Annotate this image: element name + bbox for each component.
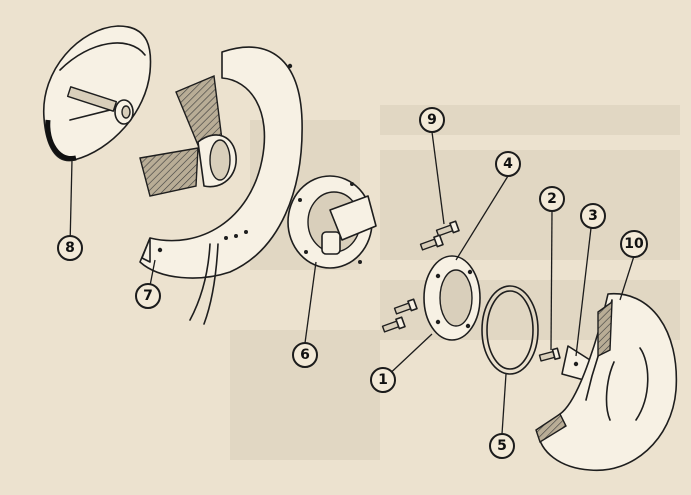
callout-6-label: 6 <box>300 347 310 363</box>
callout-5-label: 5 <box>497 438 507 454</box>
callout-3: 3 <box>580 203 606 229</box>
callout-7-label: 7 <box>143 288 153 304</box>
callout-9: 9 <box>419 107 445 133</box>
callout-4-circle <box>495 151 521 177</box>
callout-9-label: 9 <box>427 112 437 128</box>
callout-2-label: 2 <box>547 191 557 207</box>
callout-10-circle <box>620 230 648 258</box>
part-10-lens-cover <box>535 293 678 472</box>
part-4-retainer <box>423 255 481 341</box>
callout-3-label: 3 <box>588 208 598 224</box>
callout-4: 4 <box>495 151 521 177</box>
callout-6: 6 <box>292 342 318 368</box>
callout-3-circle <box>580 203 606 229</box>
part-7-housing <box>139 46 303 325</box>
callout-10: 10 <box>620 230 648 258</box>
part-2-screw <box>538 347 561 362</box>
callout-8-circle <box>57 235 83 261</box>
callout-1: 1 <box>370 367 396 393</box>
part-5-gasket <box>481 285 539 375</box>
part-6-socket-plate <box>287 175 377 269</box>
callout-1-circle <box>370 367 396 393</box>
part-9-screws <box>381 220 460 333</box>
part-8-reflector <box>43 25 152 162</box>
callout-10-label: 10 <box>624 236 644 252</box>
callout-9-circle <box>419 107 445 133</box>
callout-5: 5 <box>489 433 515 459</box>
callout-7-circle <box>135 283 161 309</box>
callout-4-label: 4 <box>503 156 513 172</box>
callout-5-circle <box>489 433 515 459</box>
callout-6-circle <box>292 342 318 368</box>
callout-8-label: 8 <box>65 240 75 256</box>
callout-7: 7 <box>135 283 161 309</box>
callout-2-circle <box>539 186 565 212</box>
callout-8: 8 <box>57 235 83 261</box>
callout-1-label: 1 <box>378 372 388 388</box>
callout-2: 2 <box>539 186 565 212</box>
